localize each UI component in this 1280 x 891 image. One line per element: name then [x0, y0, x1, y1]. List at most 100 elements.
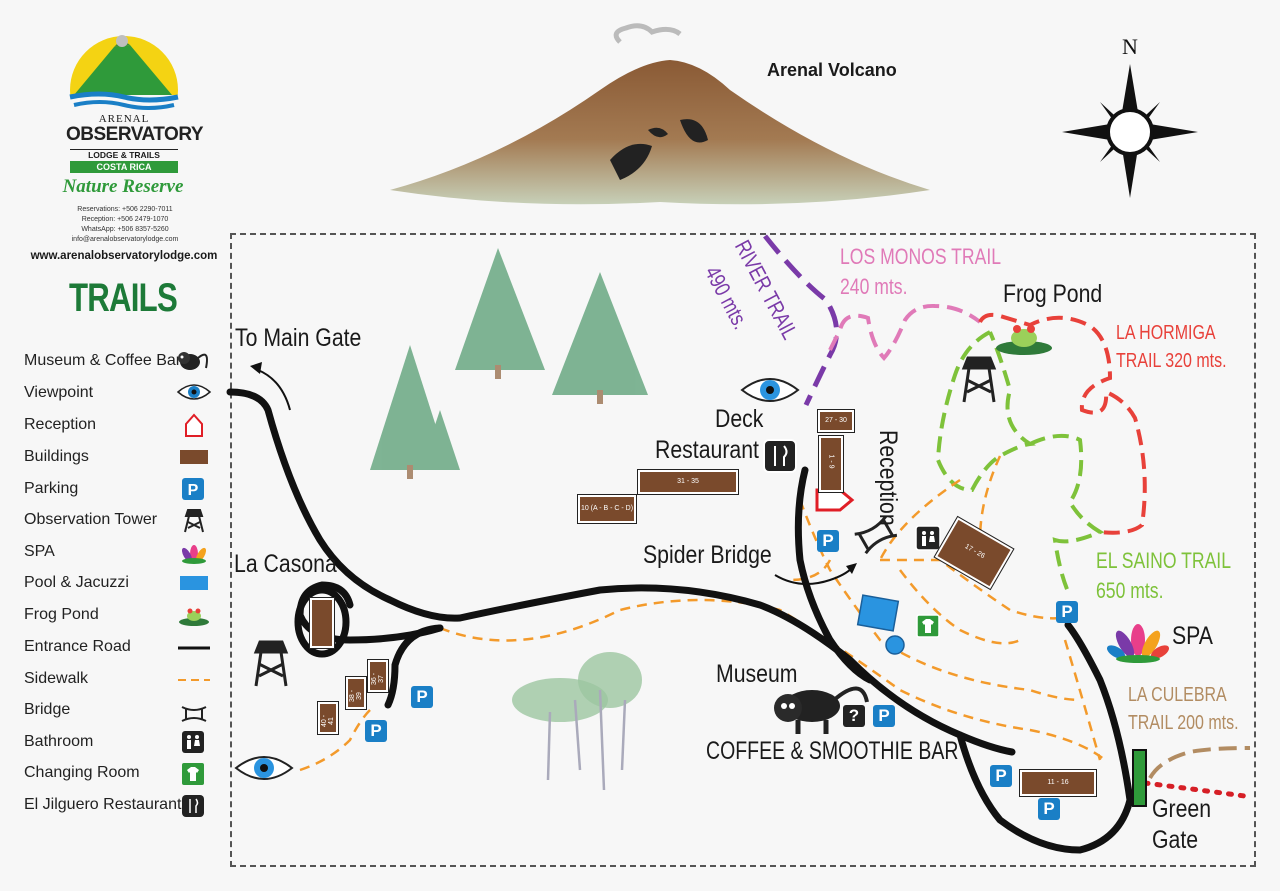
building-36-37[interactable]: 36 - 37: [367, 659, 389, 693]
reservations-phone: Reservations: +506 2290-7011: [77, 206, 173, 213]
main-gate-arrow: [257, 369, 291, 411]
legend-item-restaurant: El Jilguero Restaurant: [24, 796, 182, 813]
reception-icon[interactable]: [815, 488, 855, 512]
spider-bridge-icon[interactable]: [854, 515, 898, 555]
building-40-41[interactable]: 40 - 41: [317, 701, 339, 735]
viewpoint-deck-icon[interactable]: [740, 378, 800, 402]
parking-gate-1[interactable]: P: [990, 765, 1012, 787]
eye-icon: [176, 384, 212, 400]
parking-casona-2[interactable]: P: [365, 720, 387, 742]
building-11-16[interactable]: 11 - 16: [1019, 769, 1097, 797]
contact-email: info@arenalobservatorylodge.com: [71, 236, 179, 243]
la-hormiga-trail-length: TRAIL 320 mts.: [1116, 350, 1227, 372]
bridge-icon: [181, 706, 207, 722]
legend-item-bathroom: Bathroom: [24, 733, 94, 750]
parking-spa[interactable]: P: [1056, 601, 1078, 623]
brand-name-line1: ARENAL: [98, 113, 150, 125]
deck-label: Deck: [715, 405, 764, 433]
parking-casona-1[interactable]: P: [411, 686, 433, 708]
bathroom-icon[interactable]: [915, 525, 941, 551]
observation-tower-frog[interactable]: [961, 356, 997, 403]
legend-item-viewpoint: Viewpoint: [24, 384, 94, 401]
frog-icon: [179, 608, 209, 626]
pool-icon: [180, 576, 208, 590]
tower-icon: [184, 509, 204, 533]
coffee-bar-label: COFFEE & SMOOTHIE BAR: [706, 737, 959, 765]
museum-label: Museum: [716, 660, 798, 688]
arenal-volcano-illustration: [390, 23, 930, 205]
legend-item-spa: SPA: [24, 543, 55, 560]
building-la-casona[interactable]: [309, 597, 335, 649]
spa-label: SPA: [1172, 622, 1213, 650]
legend-item-observation-tower: Observation Tower: [24, 511, 158, 528]
la-culebra-trail-length: TRAIL 200 mts.: [1128, 712, 1239, 734]
spider-bridge-label: Spider Bridge: [643, 541, 772, 569]
sidewalk-network: [299, 455, 1106, 772]
legend-item-buildings: Buildings: [24, 448, 89, 465]
building-10[interactable]: 10 (A - B - C - D): [577, 494, 637, 524]
legend-item-entrance-road: Entrance Road: [24, 638, 131, 655]
exit-trail-path: [1142, 780, 1255, 800]
spider-bridge-arrow: [774, 567, 853, 585]
compass-north-label: N: [1122, 36, 1138, 59]
legend-item-pool: Pool & Jacuzzi: [24, 574, 129, 591]
museum-info-badge[interactable]: ?: [843, 705, 865, 727]
observation-tower-casona[interactable]: [253, 640, 289, 687]
green-gate-label-2: Gate: [1152, 826, 1199, 854]
la-culebra-trail-path: [1148, 746, 1251, 780]
green-gate[interactable]: [1132, 749, 1147, 807]
website-url: www.arenalobservatorylodge.com: [30, 250, 218, 262]
brand-name-line2: OBSERVATORY: [66, 124, 204, 145]
museum-monkey-icon[interactable]: [774, 686, 869, 734]
restaurant-icon: [182, 795, 204, 817]
building-1-9[interactable]: 1 - 9: [818, 435, 844, 493]
map-boundary: [230, 233, 1256, 867]
parking-museum[interactable]: P: [873, 705, 895, 727]
restaurant-label: Restaurant: [655, 436, 759, 464]
river-trail-path: [763, 234, 839, 407]
legend-item-bridge: Bridge: [24, 701, 71, 718]
building-27-30[interactable]: 27 - 30: [817, 409, 855, 433]
volcano-label: Arenal Volcano: [767, 60, 897, 80]
restaurant-icon[interactable]: [763, 439, 797, 473]
legend-icons: P: [176, 352, 212, 817]
frog-pond-label: Frog Pond: [1003, 280, 1103, 308]
bathroom-icon: [182, 731, 204, 753]
tree-group-left: [370, 248, 648, 479]
brand-name-line4: COSTA RICA: [70, 161, 178, 173]
to-main-gate-label: To Main Gate: [235, 324, 362, 352]
legend-item-frog-pond: Frog Pond: [24, 606, 99, 623]
changing-room-icon[interactable]: [916, 614, 940, 638]
brand-name-line3: LODGE & TRAILS: [70, 149, 178, 160]
tree-group-bottom: [512, 652, 642, 791]
viewpoint-south-icon[interactable]: [234, 756, 294, 780]
la-culebra-trail-name: LA CULEBRA: [1128, 684, 1227, 706]
la-casona-label: La Casona: [234, 550, 337, 578]
lotus-icon: [181, 545, 207, 564]
whatsapp-phone: WhatsApp: +506 8357-5260: [81, 226, 169, 233]
changing-room-icon: [182, 763, 204, 785]
frog-pond-icon[interactable]: [996, 325, 1052, 355]
reception-label: Reception: [874, 430, 902, 526]
jacuzzi-icon[interactable]: [885, 635, 905, 655]
legend-title: TRAILS: [69, 276, 178, 320]
legend-item-parking: Parking: [24, 480, 79, 497]
parking-gate-2[interactable]: P: [1038, 798, 1060, 820]
parking-icon: P: [182, 478, 204, 500]
reception-phone: Reception: +506 2479-1070: [81, 216, 169, 223]
building-31-35[interactable]: 31 - 35: [637, 469, 739, 495]
pool-icon[interactable]: [856, 594, 900, 632]
spa-lotus-icon[interactable]: [1105, 624, 1171, 663]
monkey-icon: [178, 352, 208, 370]
building-icon: [180, 450, 208, 464]
parking-reception[interactable]: P: [817, 530, 839, 552]
el-saino-trail-path: [935, 330, 1105, 597]
building-38-39[interactable]: 38 - 39: [345, 676, 367, 710]
el-saino-trail-length: 650 mts.: [1096, 578, 1164, 603]
green-gate-label-1: Green: [1152, 795, 1212, 823]
legend-item-museum: Museum & Coffee Bar: [24, 352, 182, 369]
los-monos-trail-path: [828, 303, 982, 362]
la-hormiga-trail-name: LA HORMIGA: [1116, 322, 1216, 344]
house-icon: [185, 413, 203, 437]
